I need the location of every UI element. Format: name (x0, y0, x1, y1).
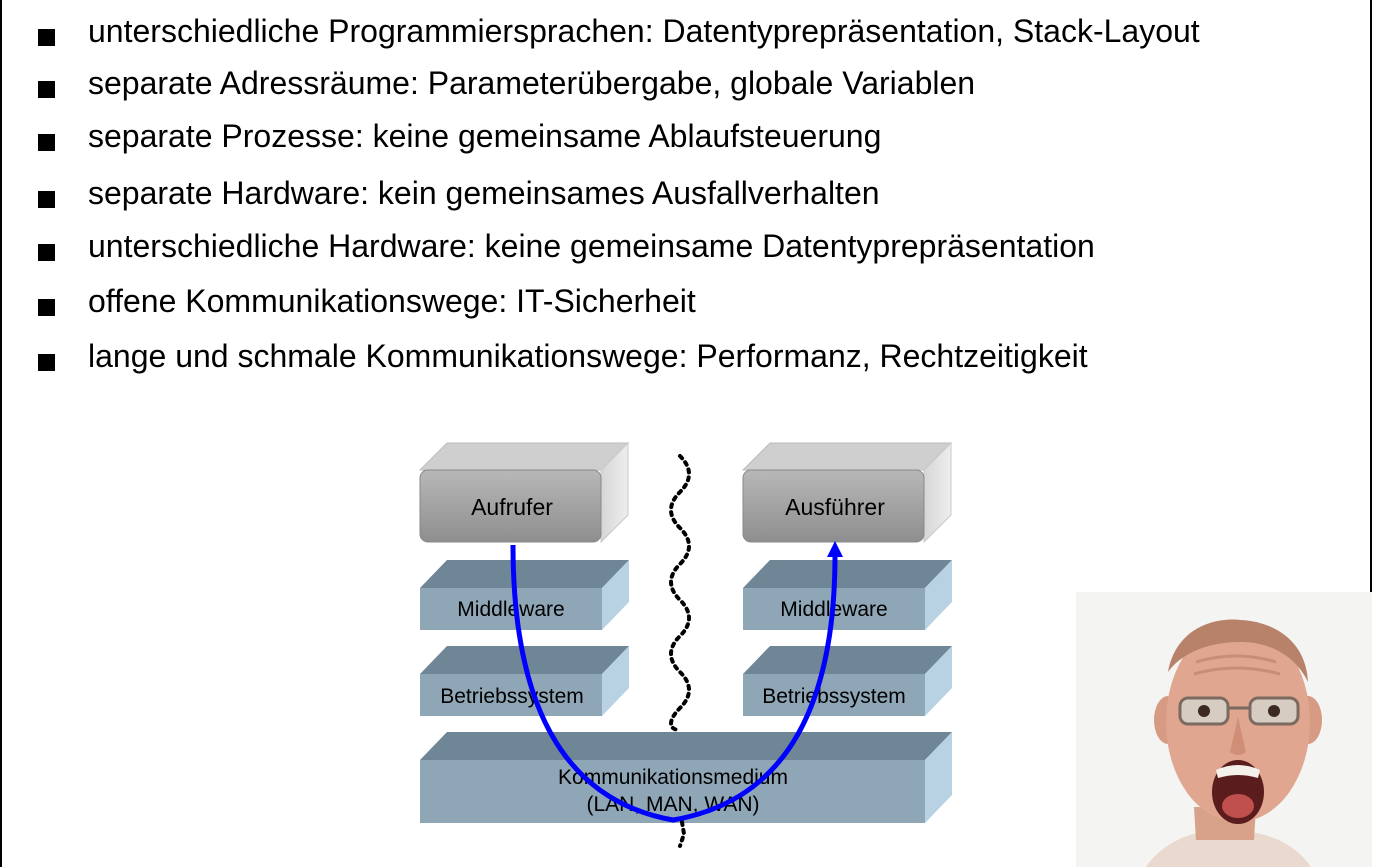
separator-wavy-line (671, 456, 689, 730)
left-os-label: Betriebssystem (440, 685, 584, 708)
caller-label: Aufrufer (471, 494, 553, 520)
separator-dotted-tail (680, 822, 684, 846)
arrowhead-icon (827, 541, 843, 557)
right-os-label: Betriebssystem (762, 685, 906, 708)
caller-box: Aufrufer (420, 443, 628, 542)
left-middleware-layer: Middleware (420, 560, 629, 630)
executor-box: Ausführer (743, 443, 951, 542)
right-middleware-layer: Middleware (743, 560, 952, 630)
right-os-layer: Betriebssystem (743, 646, 952, 716)
executor-label: Ausführer (785, 494, 885, 520)
left-middleware-label: Middleware (457, 598, 564, 621)
screaming-man-photo (1076, 592, 1372, 867)
communication-medium-layer: Kommunikationsmedium (LAN, MAN, WAN) (420, 732, 952, 823)
